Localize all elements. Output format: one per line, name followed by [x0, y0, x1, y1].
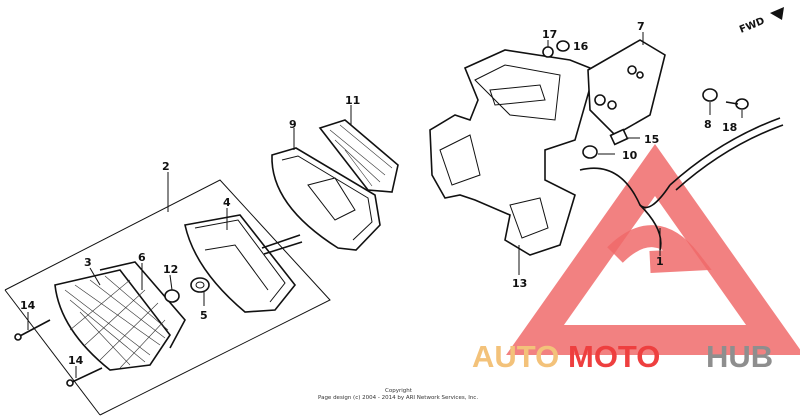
bolt — [609, 128, 629, 146]
callout-4: 4 — [223, 196, 231, 209]
callout-12: 12 — [163, 263, 178, 276]
copyright-line-1: Copyright — [385, 388, 413, 394]
reflector-plate — [271, 147, 381, 251]
screw-lower — [66, 367, 103, 387]
reflector — [318, 119, 399, 193]
callout-14-lower: 14 — [68, 354, 84, 367]
watermark-word-moto: MOTO — [568, 339, 660, 374]
forward-arrow: FWD — [738, 7, 784, 36]
callout-13: 13 — [512, 277, 527, 290]
screw-upper — [14, 319, 51, 341]
forward-label: FWD — [738, 16, 766, 36]
callout-6: 6 — [138, 251, 146, 264]
screw-right — [725, 98, 749, 110]
lens — [54, 269, 171, 371]
callout-9: 9 — [289, 118, 297, 131]
callout-10: 10 — [622, 149, 638, 162]
callout-16: 16 — [573, 40, 589, 53]
taillight-housing — [184, 214, 303, 313]
callout-17: 17 — [542, 28, 557, 41]
callout-11: 11 — [345, 94, 360, 107]
nut — [582, 145, 598, 159]
bulb — [190, 277, 210, 293]
watermark-word-hub: HUB — [706, 339, 773, 374]
collar — [702, 88, 718, 102]
license-bracket — [429, 49, 596, 256]
callout-8: 8 — [704, 118, 712, 131]
watermark-text: AUTO MOTO HUB — [472, 339, 773, 374]
watermark-word-auto: AUTO — [472, 339, 559, 374]
watermark-logo — [506, 143, 800, 355]
clip — [556, 40, 570, 52]
callout-2: 2 — [162, 160, 170, 173]
rear-fender-mount — [587, 39, 666, 136]
assembly-outline — [4, 179, 331, 416]
copyright-line-2: Page design (c) 2004 - 2014 by ARI Netwo… — [318, 395, 478, 401]
socket — [164, 289, 180, 303]
callout-14-upper: 14 — [20, 299, 36, 312]
callout-1: 1 — [656, 255, 664, 268]
small-nut — [542, 46, 554, 58]
callout-7: 7 — [637, 20, 645, 33]
callout-15: 15 — [644, 133, 659, 146]
callout-3: 3 — [84, 256, 92, 269]
callout-18-right: 18 — [722, 121, 737, 134]
callout-5: 5 — [200, 309, 208, 322]
lens-gasket — [99, 261, 186, 349]
